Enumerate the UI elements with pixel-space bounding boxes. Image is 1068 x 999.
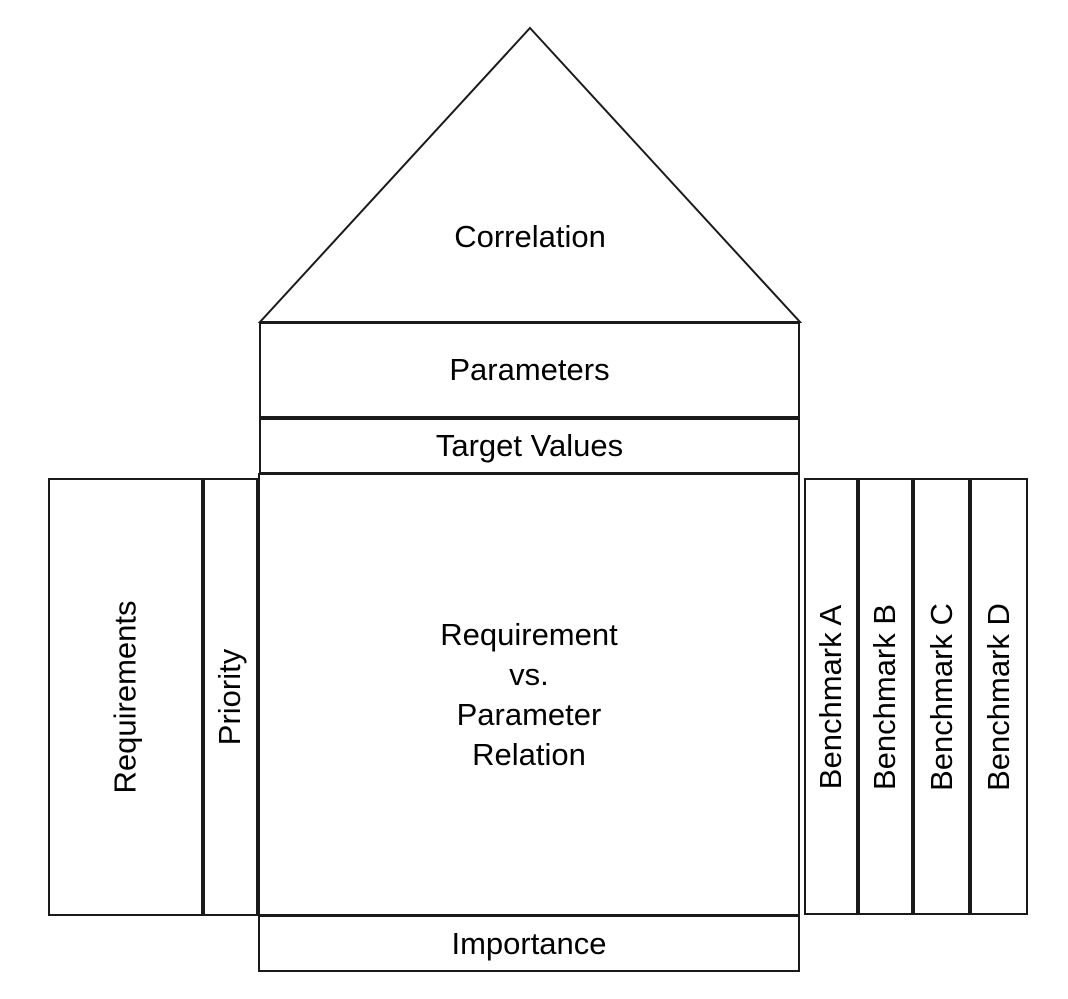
parameters-label: Parameters [449,352,610,388]
benchmark-column-d: Benchmark D [970,478,1028,915]
parameters-cell: Parameters [259,322,800,418]
requirements-label: Requirements [107,600,143,794]
benchmark-b-label: Benchmark B [867,603,903,790]
target-values-label: Target Values [435,428,624,464]
benchmark-column-b: Benchmark B [858,478,913,915]
benchmark-a-label: Benchmark A [813,604,848,789]
importance-label: Importance [451,925,607,961]
relation-matrix-cell: Requirement vs. Parameter Relation [258,473,800,916]
target-values-cell: Target Values [259,418,800,474]
priority-cell: Priority [203,478,258,916]
benchmark-c-label: Benchmark C [923,602,959,791]
priority-label: Priority [212,648,248,746]
relation-matrix-label: Requirement vs. Parameter Relation [440,616,618,772]
correlation-roof-triangle [257,26,803,323]
requirements-cell: Requirements [48,478,203,916]
benchmark-column-a: Benchmark A [804,478,858,915]
importance-cell: Importance [258,915,800,972]
correlation-label: Correlation [454,219,606,254]
benchmark-d-label: Benchmark D [981,602,1017,791]
benchmark-column-c: Benchmark C [913,478,970,915]
